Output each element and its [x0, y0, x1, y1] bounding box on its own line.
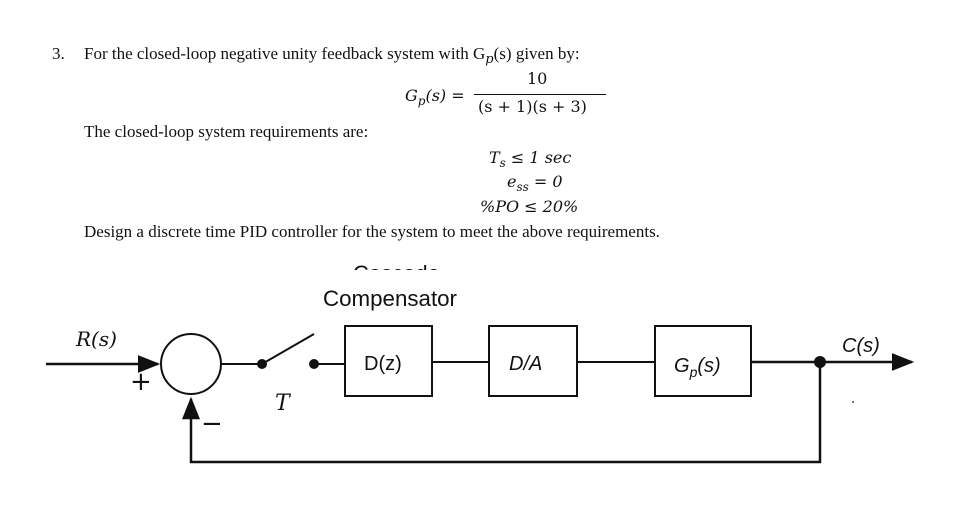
transfer-function-fraction-bar	[474, 94, 606, 95]
stray-dot	[852, 401, 854, 403]
compensator-label: Compensator	[323, 286, 457, 311]
plant-label-tail: (s)	[697, 355, 720, 377]
intro-text: For the closed-loop negative unity feedb…	[84, 44, 486, 63]
req1-symbol: T	[489, 148, 500, 167]
summing-junction	[160, 333, 222, 395]
transfer-function-denominator: (s + 1)(s + 3)	[478, 97, 587, 116]
output-label: C(s)	[842, 335, 880, 357]
tf-lhs-subscript: p	[417, 94, 426, 108]
requirements-heading: The closed-loop system requirements are:	[84, 122, 369, 141]
req1-subscript: s	[499, 156, 506, 170]
problem-number: 3.	[52, 44, 65, 63]
tf-lhs-symbol: G	[405, 86, 418, 105]
requirement-steady-state-error: ess = 0	[507, 172, 563, 194]
cut-label-group: Cascade	[353, 261, 440, 286]
requirement-overshoot: %PO ≤ 20%	[480, 197, 579, 216]
transfer-function-lhs: Gp(s) =	[405, 86, 465, 108]
feedback-path	[182, 362, 822, 464]
sampler-switch	[261, 333, 315, 365]
req2-subscript: ss	[516, 180, 529, 194]
plant-label-subscript: p	[689, 364, 698, 380]
intro-tail: (s) given by:	[493, 44, 580, 63]
sampler-label: T	[275, 391, 292, 416]
input-label: R(s)	[75, 327, 117, 351]
req2-symbol: e	[507, 172, 517, 191]
plant-label-symbol: G	[674, 355, 690, 377]
req2-tail: = 0	[528, 172, 563, 191]
plus-sign: +	[130, 367, 152, 397]
controller-block-label: D(z)	[364, 353, 402, 375]
task-statement: Design a discrete time PID controller fo…	[84, 222, 660, 241]
requirement-settling-time: Ts ≤ 1 sec	[489, 148, 571, 170]
plant-block-label: Gp(s)	[674, 355, 721, 380]
cut-label: Cascade	[353, 261, 440, 286]
dac-block-label: D/A	[509, 353, 542, 375]
minus-sign: −	[201, 409, 223, 439]
problem-intro: For the closed-loop negative unity feedb…	[84, 44, 580, 67]
intro-subscript: p	[485, 52, 494, 67]
tf-lhs-tail: (s) =	[425, 86, 465, 105]
transfer-function-numerator: 10	[527, 69, 548, 88]
req1-tail: ≤ 1 sec	[505, 148, 572, 167]
